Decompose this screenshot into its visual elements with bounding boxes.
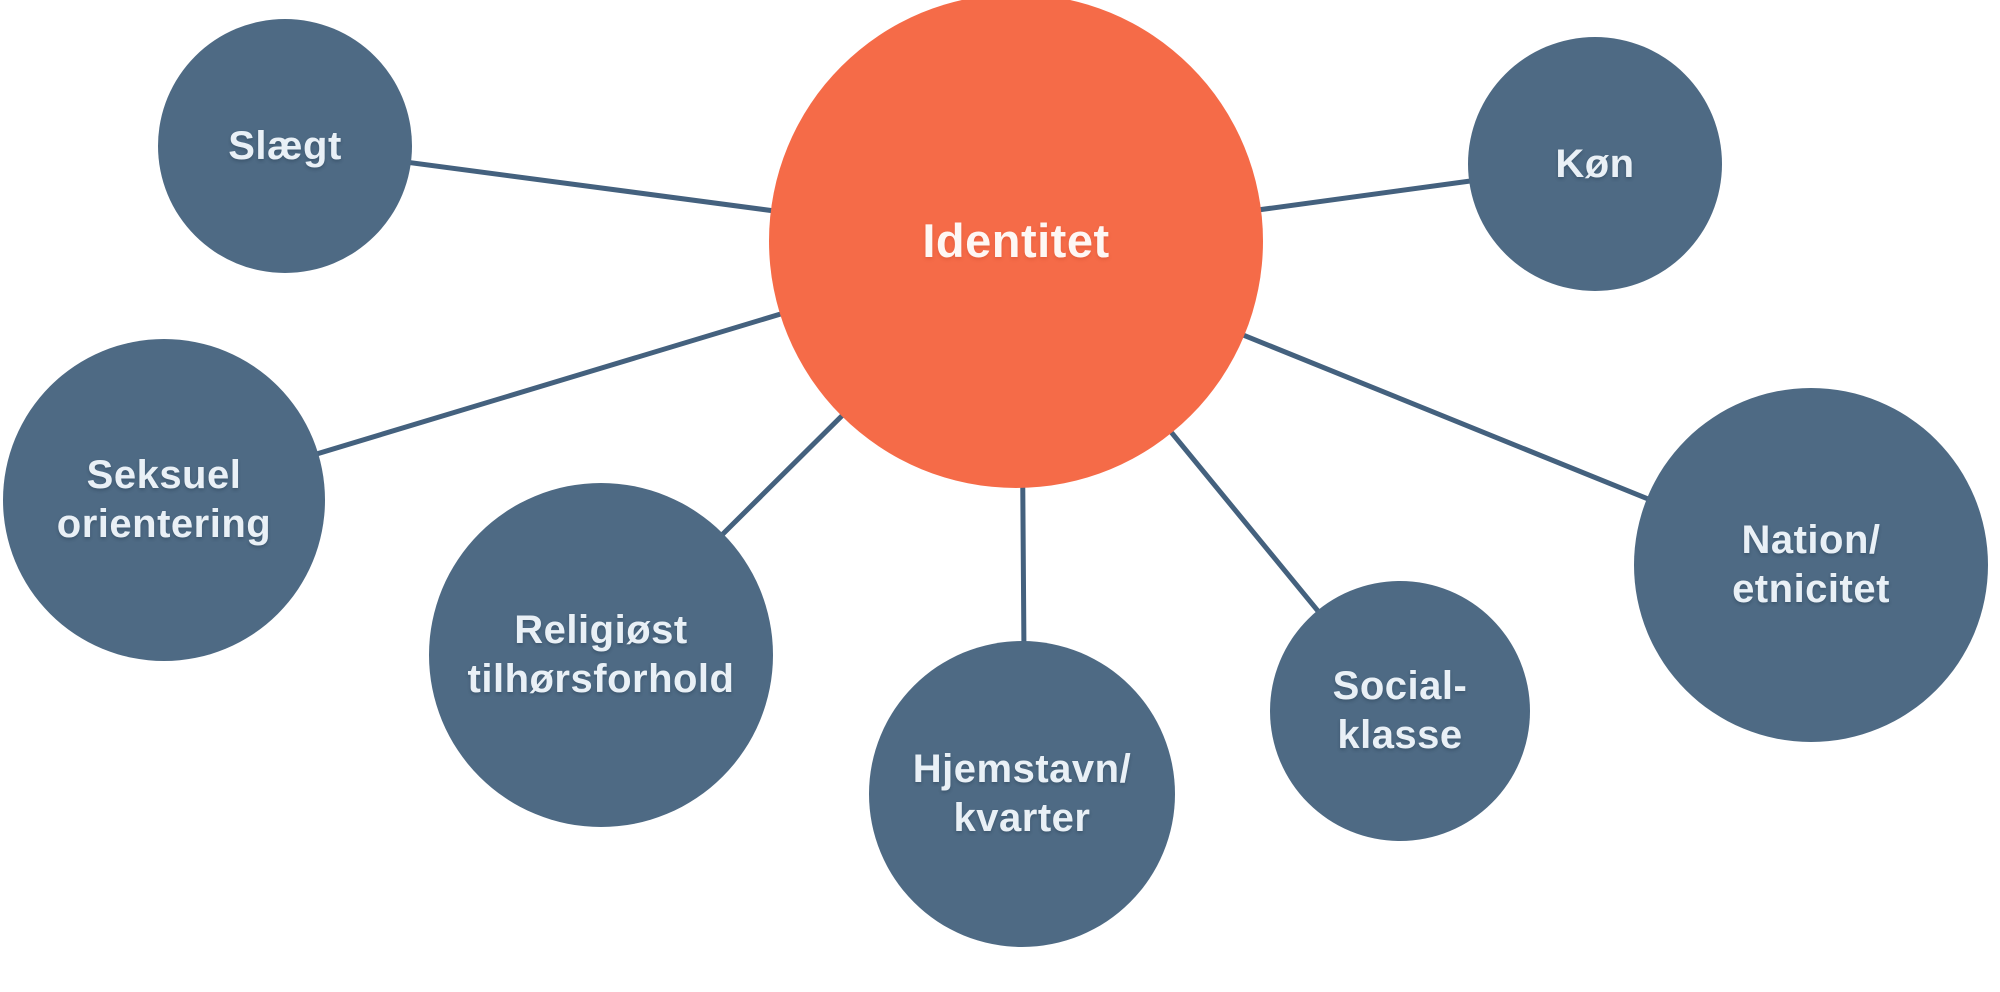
node-identitet: Identitet: [769, 0, 1263, 488]
node-religioest-tilhoersforhold-label: Religiøst tilhørsforhold: [467, 608, 735, 701]
node-social-klasse-label: Social- klasse: [1332, 664, 1468, 757]
node-hjemstavn-kvarter: Hjemstavn/ kvarter: [869, 641, 1175, 947]
node-social-klasse: Social- klasse: [1270, 581, 1530, 841]
node-koen: Køn: [1468, 37, 1722, 291]
node-nation-etnicitet: Nation/ etnicitet: [1634, 388, 1988, 742]
node-seksuel-orientering-label: Seksuel orientering: [56, 453, 272, 546]
node-seksuel-orientering: Seksuel orientering: [3, 339, 325, 661]
node-identitet-label: Identitet: [922, 214, 1110, 268]
node-koen-label: Køn: [1555, 141, 1635, 186]
node-religioest-tilhoersforhold: Religiøst tilhørsforhold: [429, 483, 773, 827]
node-nation-etnicitet-label: Nation/ etnicitet: [1732, 518, 1890, 611]
node-slaegt: Slægt: [158, 19, 412, 273]
node-slaegt-label: Slægt: [228, 123, 342, 168]
node-hjemstavn-kvarter-label: Hjemstavn/ kvarter: [912, 747, 1132, 840]
